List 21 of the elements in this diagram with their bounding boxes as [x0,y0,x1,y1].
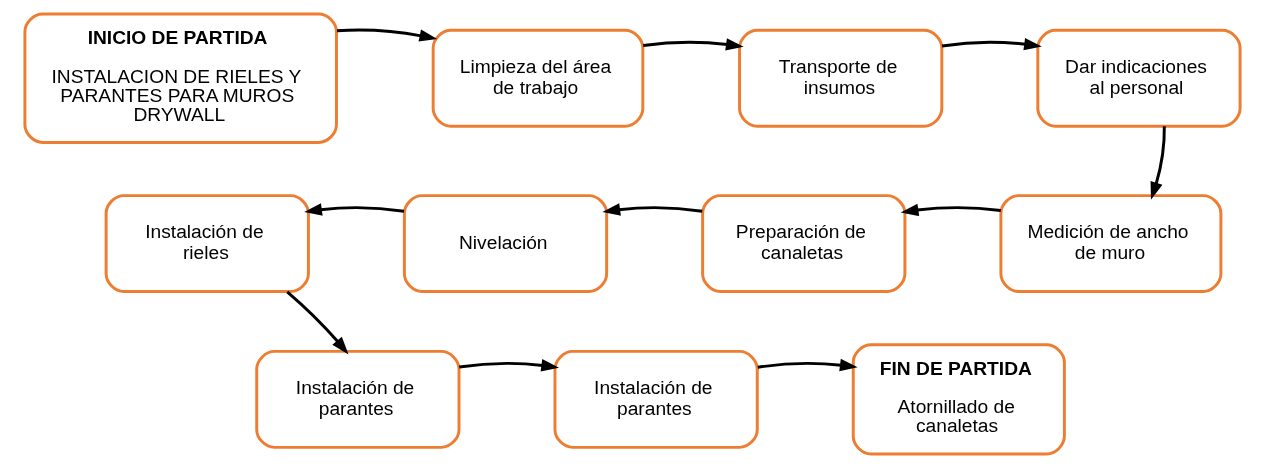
arrow [601,203,702,216]
node-box: Limpieza del área de trabajo [431,28,644,128]
node-box: Transporte de insumos [737,28,943,128]
node-box: Medición de ancho de muro [998,194,1222,294]
arrow [642,38,744,51]
node-box: FIN DE PARTIDA Atornillado de canaletas [851,343,1066,456]
arrow [285,290,348,355]
node-box: Dar indicaciones al personal [1035,28,1242,128]
arrow [303,203,404,216]
arrow [757,358,858,372]
arrow [900,203,1001,217]
node-box: Preparación de canaletas [700,194,906,294]
node-box: Nivelación [402,194,608,294]
node-box: Instalación de rieles [104,194,310,294]
node-box: INICIO DE PARTIDA INSTALACION DE RIELES Y PARANTES PARA MUROS DRYWALL [22,12,338,144]
node-box: Instalación de parantes [254,349,460,449]
node-box: Instalación de parantes [553,349,759,449]
arrow [336,28,437,42]
arrow [458,359,559,372]
arrow [941,37,1042,51]
arrow [1150,126,1166,200]
